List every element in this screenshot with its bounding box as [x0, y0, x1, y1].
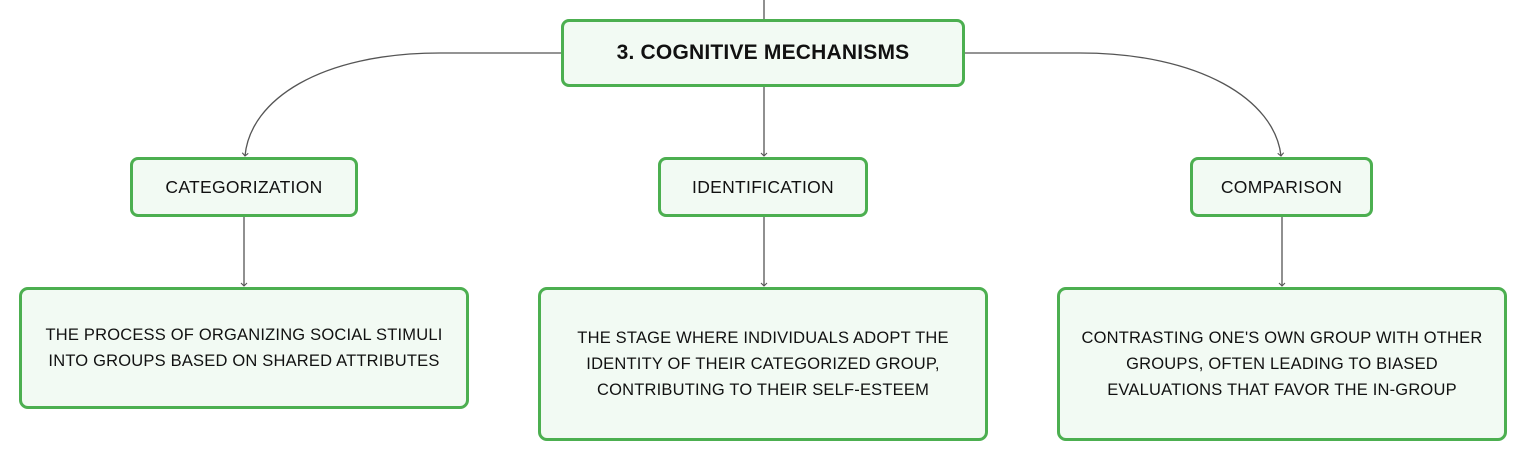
- node-categorization[interactable]: CATEGORIZATION: [130, 157, 358, 217]
- connector-root-categorization: [241, 52, 561, 157]
- node-categorization-label: CATEGORIZATION: [165, 176, 323, 197]
- leaf-identification-description[interactable]: THE STAGE WHERE INDIVIDUALS ADOPT THE ID…: [538, 287, 988, 441]
- leaf-comparison-text: CONTRASTING ONE'S OWN GROUP WITH OTHER G…: [1081, 329, 1483, 399]
- connector-root-comparison: [965, 52, 1285, 157]
- node-comparison[interactable]: COMPARISON: [1190, 157, 1373, 217]
- node-comparison-label: COMPARISON: [1220, 176, 1343, 197]
- leaf-categorization-text: THE PROCESS OF ORGANIZING SOCIAL STIMULI…: [45, 326, 443, 370]
- root-node-label: 3. COGNITIVE MECHANISMS: [616, 41, 910, 64]
- leaf-identification-text: THE STAGE WHERE INDIVIDUALS ADOPT THE ID…: [577, 329, 949, 399]
- root-node-cognitive-mechanisms[interactable]: 3. COGNITIVE MECHANISMS: [561, 19, 965, 87]
- leaf-categorization-description[interactable]: THE PROCESS OF ORGANIZING SOCIAL STIMULI…: [19, 287, 469, 409]
- node-identification-label: IDENTIFICATION: [692, 176, 834, 197]
- node-identification[interactable]: IDENTIFICATION: [658, 157, 868, 217]
- leaf-comparison-description[interactable]: CONTRASTING ONE'S OWN GROUP WITH OTHER G…: [1057, 287, 1507, 441]
